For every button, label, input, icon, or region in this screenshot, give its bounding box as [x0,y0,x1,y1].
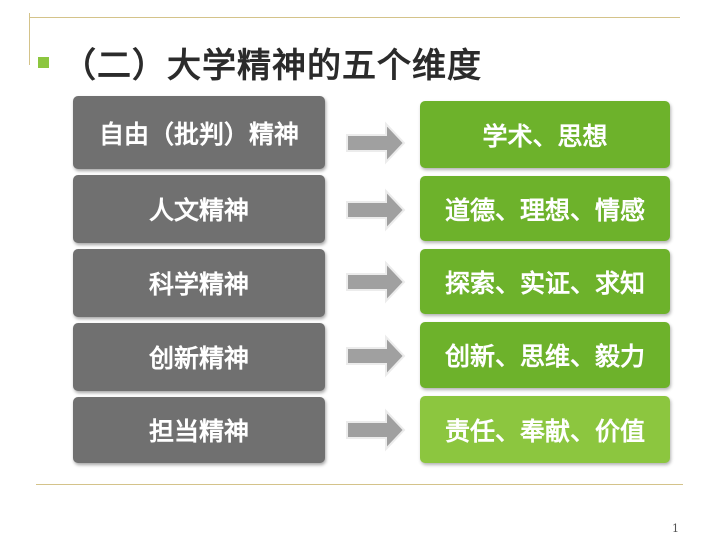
right-arrow-icon [346,188,406,232]
content-box: 创新、思维、毅力 [420,322,670,388]
slide-title: （二）大学精神的五个维度 [62,46,482,86]
spirit-box: 创新精神 [73,323,325,391]
frame-vertical-line [29,13,30,65]
spirit-box: 自由（批判）精神 [73,96,325,169]
footer-line [36,484,683,485]
right-arrow-icon [346,408,406,452]
frame-horizontal-line [29,17,680,18]
right-arrow-icon [346,260,406,304]
spirit-box: 担当精神 [73,397,325,463]
spirit-box: 人文精神 [73,175,325,243]
content-box-highlighted: 责任、奉献、价值 [420,396,670,463]
right-arrow-icon [346,121,406,165]
right-arrow-icon [346,334,406,378]
spirit-box: 科学精神 [73,249,325,317]
content-box: 道德、理想、情感 [420,176,670,241]
square-bullet-icon [38,57,49,68]
page-number: 1 [672,522,679,535]
content-box: 学术、思想 [420,101,670,168]
content-box: 探索、实证、求知 [420,249,670,314]
